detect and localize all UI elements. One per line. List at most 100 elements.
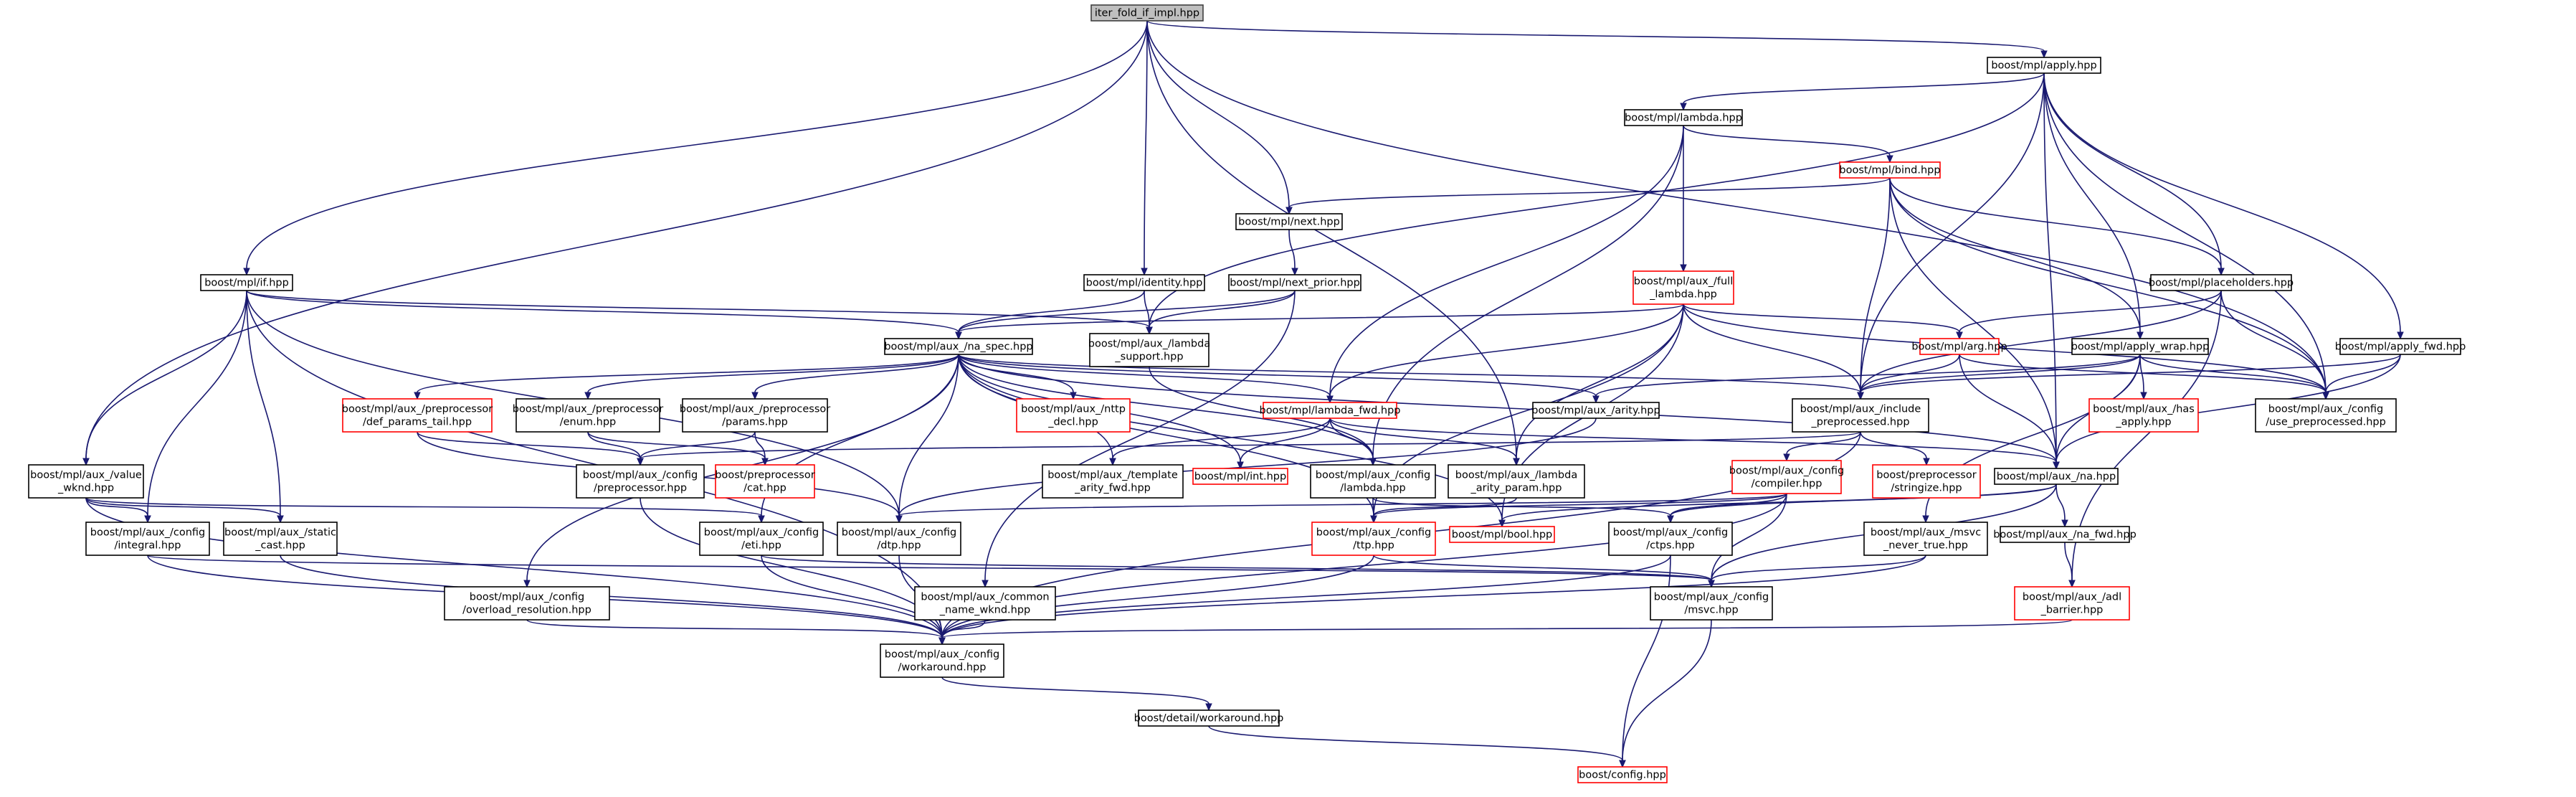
node-next-prior[interactable]: boost/mpl/next_prior.hpp	[1228, 274, 1361, 291]
node-cfg-compiler[interactable]: boost/mpl/aux_/config/compiler.hpp	[1729, 460, 1844, 494]
node-lambda-support[interactable]: boost/mpl/aux_/lambda_support.hpp	[1088, 333, 1210, 367]
edge-if-to-value_wknd	[82, 290, 247, 466]
node-box	[2150, 274, 2292, 291]
node-arity[interactable]: boost/mpl/aux_/arity.hpp	[1531, 402, 1660, 419]
node-cfg-msvc[interactable]: boost/mpl/aux_/config/msvc.hpp	[1650, 586, 1773, 621]
edge-na_spec-to-pp_enum	[584, 354, 959, 400]
node-common-name-wknd[interactable]: boost/mpl/aux_/common_name_wknd.hpp	[914, 586, 1056, 621]
node-workaround[interactable]: boost/mpl/aux_/config/workaround.hpp	[880, 643, 1004, 678]
node-cfg-lambda[interactable]: boost/mpl/aux_/config/lambda.hpp	[1310, 464, 1436, 499]
node-overload-res[interactable]: boost/mpl/aux_/config/overload_resolutio…	[444, 586, 610, 621]
node-apply-fwd[interactable]: boost/mpl/apply_fwd.hpp	[2335, 338, 2466, 355]
node-box	[1311, 522, 1436, 556]
node-box	[1263, 402, 1397, 419]
node-pp-cat[interactable]: boost/preprocessor/cat.hpp	[715, 464, 815, 499]
node-box	[1624, 109, 1743, 126]
edge-value_wknd-to-workaround	[85, 497, 946, 646]
node-label: /dtp.hpp	[877, 540, 921, 552]
node-label: boost/preprocessor	[1876, 470, 1976, 481]
node-config[interactable]: boost/config.hpp	[1577, 766, 1668, 783]
node-lambda-fwd[interactable]: boost/mpl/lambda_fwd.hpp	[1259, 402, 1401, 419]
node-arg[interactable]: boost/mpl/arg.hpp	[1911, 338, 2007, 355]
node-label: /msvc.hpp	[1684, 605, 1738, 616]
node-box	[1138, 709, 1280, 727]
node-nttp-decl[interactable]: boost/mpl/aux_/nttp_decl.hpp	[1016, 398, 1131, 433]
edge-next_prior-to-na_spec	[955, 290, 1296, 340]
node-full-lambda[interactable]: boost/mpl/aux_/full_lambda.hpp	[1632, 270, 1734, 305]
node-def-params-tail[interactable]: boost/mpl/aux_/preprocessor/def_params_t…	[342, 398, 493, 433]
node-label: boost/mpl/aux_/config	[1316, 527, 1431, 539]
edge-cfg_msvc-to-config	[1619, 619, 1712, 768]
node-cfg-ctps[interactable]: boost/mpl/aux_/config/ctps.hpp	[1608, 522, 1733, 556]
node-label: boost/mpl/aux_/has	[2093, 404, 2195, 415]
node-msvc-never-true[interactable]: boost/mpl/aux_/msvc_never_true.hpp	[1863, 522, 1988, 556]
node-label: boost/detail/workaround.hpp	[1134, 713, 1284, 725]
edge-lambda_fwd-to-lambda_arity_param	[1329, 418, 1520, 466]
node-apply-wrap[interactable]: boost/mpl/apply_wrap.hpp	[2071, 338, 2210, 355]
edge-common_name_wknd-to-workaround	[938, 619, 986, 646]
node-cfg-ttp[interactable]: boost/mpl/aux_/config/ttp.hpp	[1311, 522, 1436, 556]
node-has-apply[interactable]: boost/mpl/aux_/has_apply.hpp	[2088, 398, 2199, 433]
node-pp-enum[interactable]: boost/mpl/aux_/preprocessor/enum.hpp	[513, 398, 663, 433]
node-box	[1016, 398, 1131, 433]
node-box	[2071, 338, 2209, 355]
node-adl-barrier[interactable]: boost/mpl/aux_/adl_barrier.hpp	[2014, 586, 2130, 621]
node-cfg-integral[interactable]: boost/mpl/aux_/config/integral.hpp	[85, 522, 210, 556]
edge-include_pp-to-pp_stringize	[1860, 431, 1930, 466]
node-include-pp[interactable]: boost/mpl/aux_/include_preprocessed.hpp	[1792, 398, 1929, 433]
node-cfg-pp[interactable]: boost/mpl/aux_/config/preprocessor.hpp	[576, 464, 705, 499]
node-apply[interactable]: boost/mpl/apply.hpp	[1987, 57, 2101, 74]
node-placeholders[interactable]: boost/mpl/placeholders.hpp	[2149, 274, 2294, 291]
node-label: boost/mpl/aux_/adl	[2023, 592, 2121, 603]
node-next[interactable]: boost/mpl/next.hpp	[1235, 213, 1343, 230]
node-identity[interactable]: boost/mpl/identity.hpp	[1083, 274, 1205, 291]
node-bool[interactable]: boost/mpl/bool.hpp	[1449, 526, 1555, 543]
edge-placeholders-to-arg	[1956, 290, 2222, 340]
edge-apply-to-lambda	[1680, 72, 2045, 111]
node-label: boost/mpl/aux_/na.hpp	[1997, 471, 2116, 483]
edges-layer	[82, 20, 2404, 768]
node-value-wknd[interactable]: boost/mpl/aux_/value_wknd.hpp	[28, 464, 144, 499]
node-if[interactable]: boost/mpl/if.hpp	[200, 274, 293, 291]
node-label: _lambda.hpp	[1649, 289, 1717, 301]
node-template-arity-fwd[interactable]: boost/mpl/aux_/template_arity_fwd.hpp	[1042, 464, 1184, 499]
node-cfg-dtp[interactable]: boost/mpl/aux_/config/dtp.hpp	[837, 522, 961, 556]
edge-apply_fwd-to-include_pp	[1857, 354, 2401, 400]
edge-bind-to-apply_wrap	[1889, 177, 2144, 340]
node-na[interactable]: boost/mpl/aux_/na.hpp	[1994, 468, 2119, 485]
node-lambda[interactable]: boost/mpl/lambda.hpp	[1624, 109, 1743, 126]
node-int[interactable]: boost/mpl/int.hpp	[1192, 468, 1288, 485]
node-detail-workaround[interactable]: boost/detail/workaround.hpp	[1134, 709, 1284, 727]
node-label: boost/mpl/next.hpp	[1238, 217, 1340, 228]
node-label: boost/mpl/aux_/lambda	[1088, 339, 1210, 350]
nodes-layer: iter_fold_if_impl.hpp boost/mpl/apply.hpp…	[28, 4, 2466, 783]
node-box	[1089, 333, 1209, 367]
edge-apply-to-apply_wrap	[2043, 72, 2144, 340]
edge-cfg_compiler-to-cfg_dtp	[895, 493, 1787, 524]
node-label: /compiler.hpp	[1752, 478, 1822, 490]
node-cfg-eti[interactable]: boost/mpl/aux_/config/eti.hpp	[699, 522, 824, 556]
node-root[interactable]: iter_fold_if_impl.hpp	[1090, 4, 1204, 22]
node-label: /use_preprocessed.hpp	[2266, 417, 2386, 428]
node-label: boost/mpl/aux_/msvc	[1871, 527, 1981, 539]
edge-lambda-to-full_lambda	[1680, 126, 1687, 273]
node-label: /overload_resolution.hpp	[462, 605, 591, 616]
node-na-spec[interactable]: boost/mpl/aux_/na_spec.hpp	[884, 338, 1033, 355]
node-pp-stringize[interactable]: boost/preprocessor/stringize.hpp	[1872, 464, 1981, 499]
node-static-cast[interactable]: boost/mpl/aux_/static_cast.hpp	[223, 522, 338, 556]
node-pp-params[interactable]: boost/mpl/aux_/preprocessor/params.hpp	[680, 398, 830, 433]
node-bind[interactable]: boost/mpl/bind.hpp	[1839, 161, 1941, 179]
node-box	[715, 464, 815, 499]
node-na-fwd[interactable]: boost/mpl/aux_/na_fwd.hpp	[1993, 526, 2137, 543]
node-label: boost/mpl/aux_/common	[921, 592, 1049, 603]
node-label: boost/mpl/aux_/nttp	[1021, 404, 1126, 415]
node-lambda-arity-param[interactable]: boost/mpl/aux_/lambda_arity_param.hpp	[1448, 464, 1585, 499]
node-box	[1235, 213, 1343, 230]
node-label: iter_fold_if_impl.hpp	[1095, 8, 1199, 19]
node-use-pp[interactable]: boost/mpl/aux_/config/use_preprocessed.h…	[2255, 398, 2397, 433]
node-box	[28, 464, 144, 499]
node-label: /def_params_tail.hpp	[363, 417, 472, 428]
edge-full_lambda-to-na_spec	[955, 303, 1684, 340]
edge-apply-to-apply_fwd	[2043, 72, 2404, 340]
